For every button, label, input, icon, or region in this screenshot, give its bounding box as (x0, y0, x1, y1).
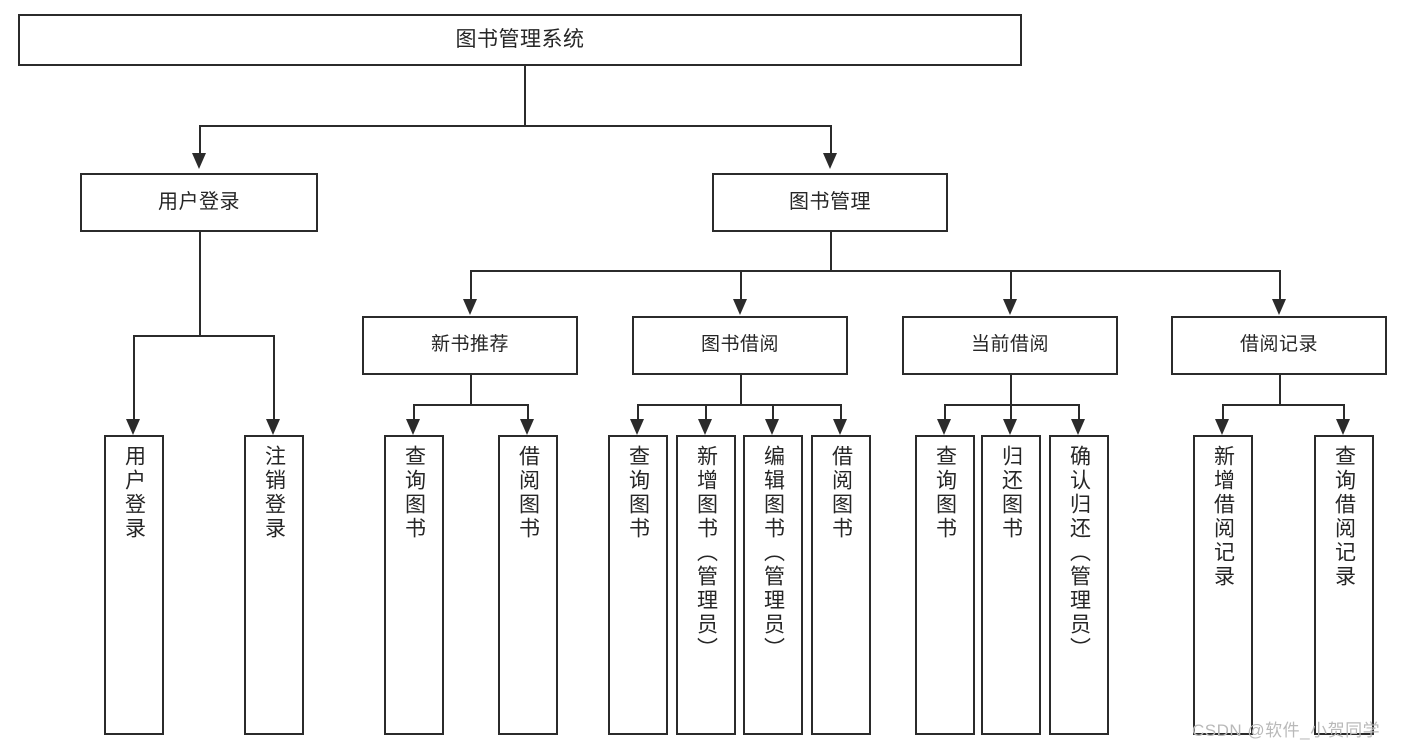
node-borrow-record[interactable]: 借阅记录 (1171, 316, 1387, 375)
arrowhead-borrow-record-leaf-2 (1336, 419, 1350, 435)
arrowhead-current-borrow-leaf-2 (1003, 419, 1017, 435)
node-new-book-recommend[interactable]: 新书推荐 (362, 316, 578, 375)
connector-current-borrow-stem (1010, 375, 1012, 404)
connector-current-borrow-drop-2 (1010, 404, 1012, 419)
connector-new-book-drop-1 (413, 404, 415, 419)
node-label: 用户登录 (158, 190, 240, 213)
node-label: 当前借阅 (970, 334, 1049, 356)
connector-borrow-record-drop-1 (1222, 404, 1224, 419)
arrowhead-user-login-leaf-1 (126, 419, 140, 435)
node-label: 借阅图书 (829, 445, 853, 541)
connector-book-borrow-bus (637, 404, 841, 406)
node-label: 新增图书（管理员） (694, 445, 718, 661)
connector-book-manage-drop-3 (1010, 270, 1012, 299)
leaf-book-borrow-query[interactable]: 查询图书 (608, 435, 668, 735)
node-book-borrow[interactable]: 图书借阅 (632, 316, 848, 375)
leaf-new-book-query[interactable]: 查询图书 (384, 435, 444, 735)
connector-book-manage-stem (830, 232, 832, 270)
arrowhead-user-login-leaf-2 (266, 419, 280, 435)
connector-current-borrow-drop-3 (1078, 404, 1080, 419)
connector-current-borrow-drop-1 (944, 404, 946, 419)
connector-new-book-bus (413, 404, 528, 406)
arrowhead-new-book-leaf-2 (520, 419, 534, 435)
node-label: 归还图书 (999, 445, 1023, 541)
node-label: 图书管理系统 (455, 27, 585, 51)
leaf-borrow-record-add[interactable]: 新增借阅记录 (1193, 435, 1253, 735)
leaf-borrow-record-query[interactable]: 查询借阅记录 (1314, 435, 1374, 735)
arrowhead-current-borrow-leaf-3 (1071, 419, 1085, 435)
arrowhead-new-book-leaf-1 (406, 419, 420, 435)
leaf-current-borrow-confirm-return[interactable]: 确认归还（管理员） (1049, 435, 1109, 735)
arrowhead-borrow-record-leaf-1 (1215, 419, 1229, 435)
connector-root-drop-right (830, 125, 832, 153)
leaf-user-login-login[interactable]: 用户登录 (104, 435, 164, 735)
connector-root-drop-left (199, 125, 201, 153)
connector-root-stem (524, 66, 526, 125)
connector-root-bus (199, 125, 831, 127)
connector-book-manage-drop-4 (1279, 270, 1281, 299)
node-label: 新增借阅记录 (1211, 445, 1235, 589)
leaf-user-login-logout[interactable]: 注销登录 (244, 435, 304, 735)
node-label: 查询图书 (402, 445, 426, 541)
node-label: 确认归还（管理员） (1067, 445, 1091, 661)
node-user-login[interactable]: 用户登录 (80, 173, 318, 232)
node-label: 注销登录 (262, 445, 286, 541)
connector-book-manage-bus (470, 270, 1279, 272)
connector-book-borrow-stem (740, 375, 742, 404)
connector-borrow-record-drop-2 (1343, 404, 1345, 419)
arrowhead-to-borrow-record (1272, 299, 1286, 315)
leaf-current-borrow-query[interactable]: 查询图书 (915, 435, 975, 735)
arrowhead-book-borrow-leaf-1 (630, 419, 644, 435)
connector-user-login-bus (133, 335, 273, 337)
arrowhead-to-new-book (463, 299, 477, 315)
connector-book-borrow-drop-3 (772, 404, 774, 419)
arrowhead-current-borrow-leaf-1 (937, 419, 951, 435)
leaf-new-book-borrow[interactable]: 借阅图书 (498, 435, 558, 735)
node-book-management[interactable]: 图书管理 (712, 173, 948, 232)
node-label: 图书借阅 (700, 334, 779, 356)
connector-book-borrow-drop-4 (840, 404, 842, 419)
connector-user-login-drop-2 (273, 335, 275, 419)
arrowhead-to-book-borrow (733, 299, 747, 315)
arrowhead-book-borrow-leaf-4 (833, 419, 847, 435)
leaf-book-borrow-borrow[interactable]: 借阅图书 (811, 435, 871, 735)
node-label: 用户登录 (122, 445, 146, 541)
node-label: 编辑图书（管理员） (761, 445, 785, 661)
leaf-book-borrow-edit[interactable]: 编辑图书（管理员） (743, 435, 803, 735)
connector-user-login-drop-1 (133, 335, 135, 419)
connector-user-login-stem (199, 232, 201, 335)
node-label: 查询借阅记录 (1332, 445, 1356, 589)
node-label: 借阅记录 (1239, 334, 1318, 356)
node-label: 借阅图书 (516, 445, 540, 541)
leaf-current-borrow-return[interactable]: 归还图书 (981, 435, 1041, 735)
connector-new-book-stem (470, 375, 472, 404)
leaf-book-borrow-add[interactable]: 新增图书（管理员） (676, 435, 736, 735)
connector-book-borrow-drop-2 (705, 404, 707, 419)
node-root-system[interactable]: 图书管理系统 (18, 14, 1022, 66)
node-label: 新书推荐 (430, 334, 509, 356)
connector-book-manage-drop-1 (470, 270, 472, 299)
arrowhead-to-current-borrow (1003, 299, 1017, 315)
arrowhead-book-borrow-leaf-3 (765, 419, 779, 435)
arrowhead-book-borrow-leaf-2 (698, 419, 712, 435)
node-label: 查询图书 (626, 445, 650, 541)
arrowhead-root-to-book-manage (823, 153, 837, 169)
connector-book-borrow-drop-1 (637, 404, 639, 419)
node-label: 查询图书 (933, 445, 957, 541)
connector-borrow-record-bus (1222, 404, 1343, 406)
arrowhead-root-to-user-login (192, 153, 206, 169)
connector-borrow-record-stem (1279, 375, 1281, 404)
node-label: 图书管理 (789, 190, 871, 213)
connector-new-book-drop-2 (527, 404, 529, 419)
connector-book-manage-drop-2 (740, 270, 742, 299)
node-current-borrow[interactable]: 当前借阅 (902, 316, 1118, 375)
